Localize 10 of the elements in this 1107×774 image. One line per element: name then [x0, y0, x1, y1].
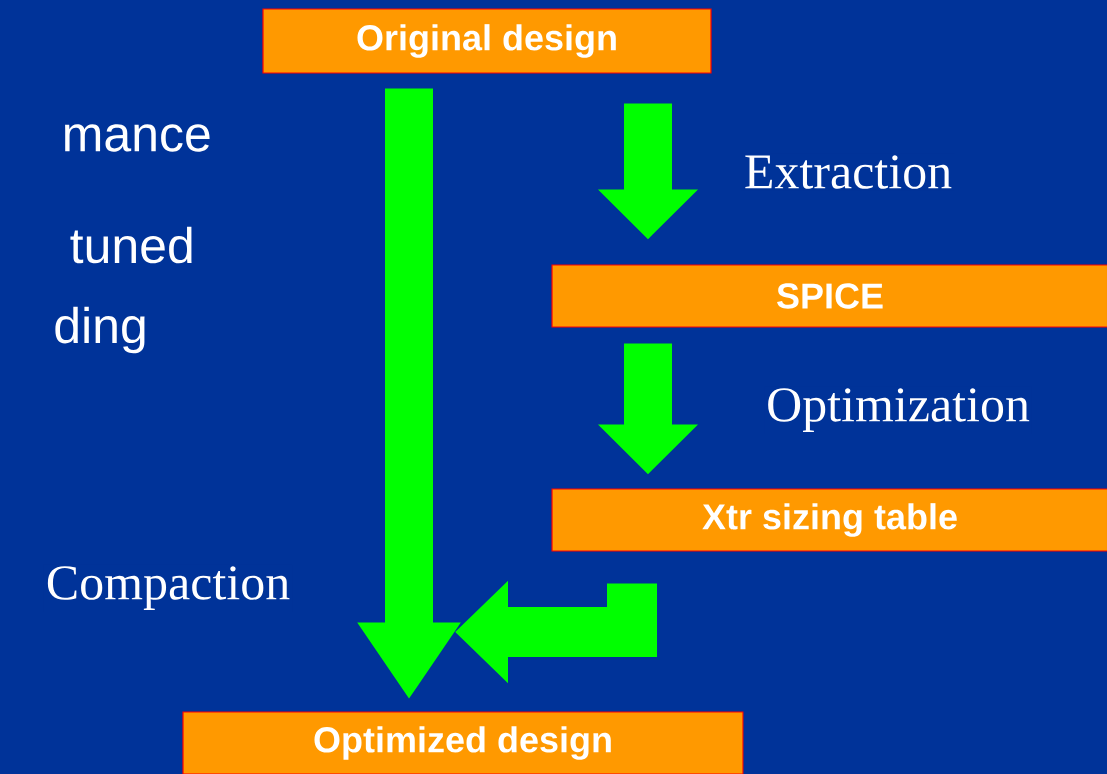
- process-box: SPICE: [551, 264, 1107, 328]
- text-fragment: tuned: [70, 226, 192, 264]
- edge-label: Compaction: [47, 566, 290, 610]
- process-box: Optimized design: [182, 711, 744, 774]
- process-box: Xtr sizing table: [551, 488, 1107, 552]
- text-fragment: ding: [55, 306, 145, 354]
- process-box: Original design: [262, 8, 712, 74]
- text-fragment: mance: [65, 124, 210, 152]
- edge-label: Optimization: [768, 388, 1030, 432]
- edge-label: Extraction: [745, 155, 952, 189]
